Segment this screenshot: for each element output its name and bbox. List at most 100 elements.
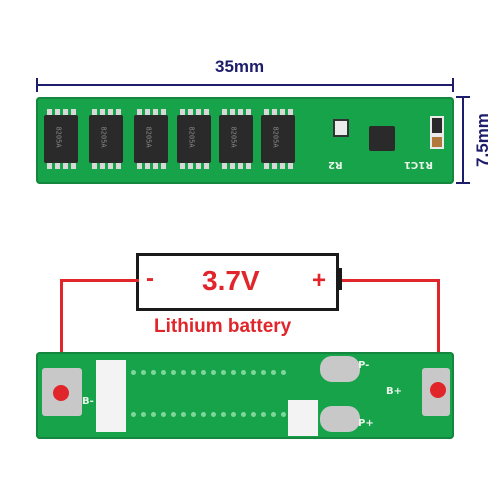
chip-pin — [137, 163, 142, 169]
mosfet-chip-1 — [44, 115, 78, 163]
battery-voltage: 3.7V — [202, 265, 260, 296]
chip-pin — [153, 163, 158, 169]
chip-pin — [92, 109, 97, 115]
via — [221, 412, 226, 417]
via — [161, 370, 166, 375]
via — [181, 412, 186, 417]
p-plus-pad — [320, 406, 360, 432]
via — [211, 370, 216, 375]
chip-pin — [145, 163, 150, 169]
chip-pin — [238, 163, 243, 169]
via — [231, 370, 236, 375]
chip-pin — [137, 109, 142, 115]
battery-body — [136, 253, 339, 311]
chip-pin — [47, 163, 52, 169]
mosfet-chip-3 — [134, 115, 168, 163]
chip-pin — [116, 163, 121, 169]
chip-pin — [264, 109, 269, 115]
chip-pin — [230, 109, 235, 115]
chip-pin — [288, 163, 293, 169]
chip-pin — [92, 163, 97, 169]
chip-marking: 8205A — [187, 126, 196, 148]
battery-minus-label: - — [146, 265, 154, 292]
white-silkscreen-block-mid — [288, 400, 318, 436]
via — [171, 370, 176, 375]
wire-positive-vertical — [437, 279, 440, 389]
wire-negative-vertical — [60, 279, 63, 392]
chip-marking: 8205A — [271, 126, 280, 148]
chip-pin — [161, 109, 166, 115]
wire-negative-horizontal — [60, 279, 139, 282]
silkscreen-r2: R2 — [328, 159, 343, 170]
label-p-minus: P- — [358, 360, 370, 371]
chip-pin — [272, 109, 277, 115]
negative-terminal-dot — [53, 385, 69, 401]
chip-pin — [153, 109, 158, 115]
resistor-r2 — [333, 119, 349, 137]
chip-pin — [196, 109, 201, 115]
chip-pin — [55, 163, 60, 169]
label-b-minus: B- — [82, 396, 94, 407]
via — [151, 370, 156, 375]
chip-pin — [280, 163, 285, 169]
wire-positive-horizontal — [342, 279, 440, 282]
via — [271, 370, 276, 375]
positive-terminal-dot — [430, 382, 446, 398]
chip-pin — [264, 163, 269, 169]
chip-pin — [108, 109, 113, 115]
via — [211, 412, 216, 417]
width-dimension — [36, 76, 454, 96]
chip-pin — [246, 163, 251, 169]
chip-pin — [63, 109, 68, 115]
via — [141, 412, 146, 417]
via — [231, 412, 236, 417]
chip-pin — [161, 163, 166, 169]
via — [281, 370, 286, 375]
via — [181, 370, 186, 375]
battery-caption: Lithium battery — [154, 316, 292, 337]
chip-pin — [188, 109, 193, 115]
chip-pin — [204, 109, 209, 115]
via — [261, 412, 266, 417]
battery-plus-label: + — [312, 267, 327, 294]
chip-pin — [116, 109, 121, 115]
pcb-top-view: 8205A 8205A 8205A 8205A 8205A 8205A R2 R… — [36, 97, 454, 184]
chip-pin — [222, 163, 227, 169]
chip-marking: 8205A — [144, 126, 153, 148]
chip-pin — [71, 109, 76, 115]
chip-marking: 8205A — [99, 126, 108, 148]
chip-pin — [47, 109, 52, 115]
via — [201, 412, 206, 417]
via — [191, 370, 196, 375]
via — [241, 412, 246, 417]
chip-pin — [55, 109, 60, 115]
via — [271, 412, 276, 417]
chip-pin — [288, 109, 293, 115]
mosfet-chip-5 — [219, 115, 253, 163]
p-minus-pad — [320, 356, 360, 382]
chip-pin — [280, 109, 285, 115]
chip-pin — [222, 109, 227, 115]
chip-pin — [180, 109, 185, 115]
mosfet-chip-2 — [89, 115, 123, 163]
capacitor-c1 — [430, 135, 444, 149]
via — [191, 412, 196, 417]
via — [251, 370, 256, 375]
height-label: 7.5mm — [473, 113, 492, 167]
chip-pin — [180, 163, 185, 169]
via — [161, 412, 166, 417]
resistor-r1 — [430, 116, 444, 135]
chip-pin — [188, 163, 193, 169]
chip-pin — [246, 109, 251, 115]
via — [281, 412, 286, 417]
battery-terminal-cap — [336, 268, 342, 290]
protection-ic — [369, 126, 395, 151]
silkscreen-r1c1: R1C1 — [404, 159, 433, 170]
label-b-plus: B+ — [386, 386, 403, 397]
via — [131, 412, 136, 417]
height-dimension — [456, 96, 470, 184]
chip-pin — [100, 163, 105, 169]
via — [131, 370, 136, 375]
mosfet-chip-4 — [177, 115, 211, 163]
chip-pin — [71, 163, 76, 169]
